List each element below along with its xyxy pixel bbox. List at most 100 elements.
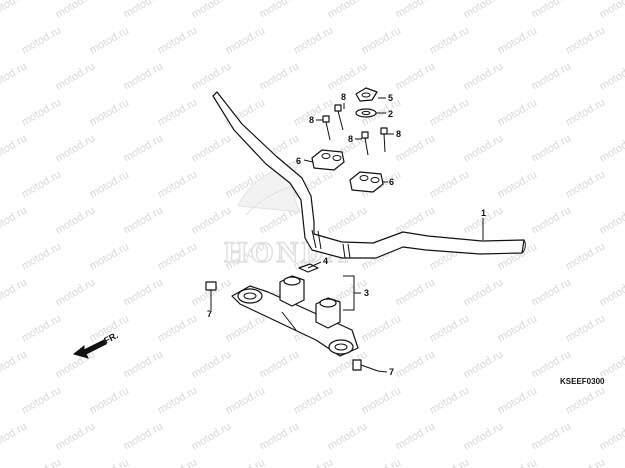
watermark-text: motod.ru (224, 24, 268, 56)
watermark-text: motod.ru (530, 60, 574, 92)
watermark-text: motod.ru (598, 204, 625, 236)
watermark-text: motod.ru (88, 240, 132, 272)
watermark-text: motod.ru (326, 0, 370, 21)
watermark-text: motod.ru (258, 420, 302, 452)
bracket-ring-right (328, 339, 354, 355)
callout-7b: 7 (389, 367, 394, 377)
watermark-text: motod.ru (462, 420, 506, 452)
watermark-text: motod.ru (496, 312, 540, 344)
watermark-text: motod.ru (394, 276, 438, 308)
watermark-text: motod.ru (564, 24, 608, 56)
watermark-text: motod.ru (564, 96, 608, 128)
watermark-text: motod.ru (54, 132, 98, 164)
bolt-8d (380, 127, 388, 153)
arrow-icon (72, 339, 107, 359)
watermark-text: motod.ru (564, 168, 608, 200)
watermark-text: motod.ru (0, 348, 29, 380)
watermark-text: motod.ru (190, 132, 234, 164)
watermark-text: motod.ru (190, 348, 234, 380)
watermark-text: motod.ru (530, 420, 574, 452)
watermark-text: motod.ru (462, 132, 506, 164)
lower-holder-right (315, 297, 341, 329)
watermark-text: motod.ru (190, 204, 234, 236)
watermark-text: motod.ru (20, 456, 64, 468)
watermark-text: motod.ru (54, 420, 98, 452)
watermark-text: motod.ru (394, 348, 438, 380)
watermark-text: motod.ru (20, 240, 64, 272)
watermark-text: motod.ru (496, 24, 540, 56)
watermark-text: motod.ru (20, 24, 64, 56)
watermark-text: motod.ru (122, 204, 166, 236)
watermark-text: motod.ru (462, 0, 506, 21)
diagram-code: KSEEF0300 (560, 377, 605, 386)
watermark-text: motod.ru (530, 204, 574, 236)
watermark-text: motod.ru (394, 0, 438, 21)
watermark-text: motod.ru (122, 348, 166, 380)
watermark-text: motod.ru (54, 0, 98, 21)
watermark-text: motod.ru (496, 168, 540, 200)
bolt-8b (322, 115, 331, 141)
watermark-text: motod.ru (54, 60, 98, 92)
watermark-text: motod.ru (496, 96, 540, 128)
watermark-text: motod.ru (598, 132, 625, 164)
upper-holder-right (349, 171, 384, 193)
watermark-text: motod.ru (496, 384, 540, 416)
watermark-text: motod.ru (564, 384, 608, 416)
watermark-text: motod.ru (428, 168, 472, 200)
bolt-7a (205, 281, 217, 305)
watermark-text: motod.ru (54, 204, 98, 236)
watermark-text: motod.ru (326, 420, 370, 452)
watermark-text: motod.ru (122, 420, 166, 452)
knurl-right (342, 243, 346, 259)
watermark-text: motod.ru (394, 60, 438, 92)
watermark-text: motod.ru (428, 456, 472, 468)
watermark-text: motod.ru (428, 384, 472, 416)
watermark-text: motod.ru (564, 240, 608, 272)
watermark-text: motod.ru (156, 24, 200, 56)
watermark-text: motod.ru (360, 456, 404, 468)
bolt-8c (361, 131, 369, 156)
watermark-text: motod.ru (88, 24, 132, 56)
callout-3: 3 (364, 288, 369, 298)
watermark-text: motod.ru (156, 96, 200, 128)
watermark-text: motod.ru (190, 0, 234, 21)
watermark-text: motod.ru (564, 312, 608, 344)
watermark-text: motod.ru (462, 60, 506, 92)
leader-lines (210, 97, 484, 373)
watermark-text: motod.ru (156, 384, 200, 416)
watermark-text: motod.ru (462, 276, 506, 308)
callout-8b: 8 (309, 115, 314, 125)
watermark-text: motod.ru (598, 276, 625, 308)
watermark-text: motod.ru (428, 24, 472, 56)
watermark-text: motod.ru (0, 0, 29, 21)
watermark-text: motod.ru (0, 60, 29, 92)
watermark-text: motod.ru (88, 384, 132, 416)
lower-holder-left (279, 275, 305, 307)
watermark-text: motod.ru (0, 420, 29, 452)
watermark-text: motod.ru (326, 204, 370, 236)
watermark-text: motod.ru (190, 420, 234, 452)
callout-2: 2 (388, 109, 393, 119)
watermark-text: motod.ru (462, 348, 506, 380)
watermark-text: motod.ru (20, 168, 64, 200)
watermark-text: motod.ru (598, 348, 625, 380)
callout-5: 5 (388, 93, 393, 103)
watermark-text: motod.ru (54, 276, 98, 308)
watermark-text: motod.ru (156, 240, 200, 272)
bolt-8a (334, 104, 344, 131)
brand-logo: HONDA (223, 159, 348, 270)
watermark-text: motod.ru (598, 0, 625, 21)
watermark-text: motod.ru (326, 60, 370, 92)
washer-2 (355, 108, 377, 118)
watermark-text: motod.ru (258, 348, 302, 380)
watermark-text: motod.ru (20, 384, 64, 416)
watermark-text: motod.ru (360, 24, 404, 56)
watermark-text: motod.ru (564, 456, 608, 468)
watermark-text: motod.ru (292, 384, 336, 416)
watermark-text: motod.ru (20, 96, 64, 128)
watermark-text: motod.ru (360, 312, 404, 344)
watermark-text: motod.ru (292, 456, 336, 468)
watermark-text: motod.ru (122, 276, 166, 308)
callout-8c: 8 (348, 134, 353, 144)
callout-8a: 8 (341, 92, 346, 102)
